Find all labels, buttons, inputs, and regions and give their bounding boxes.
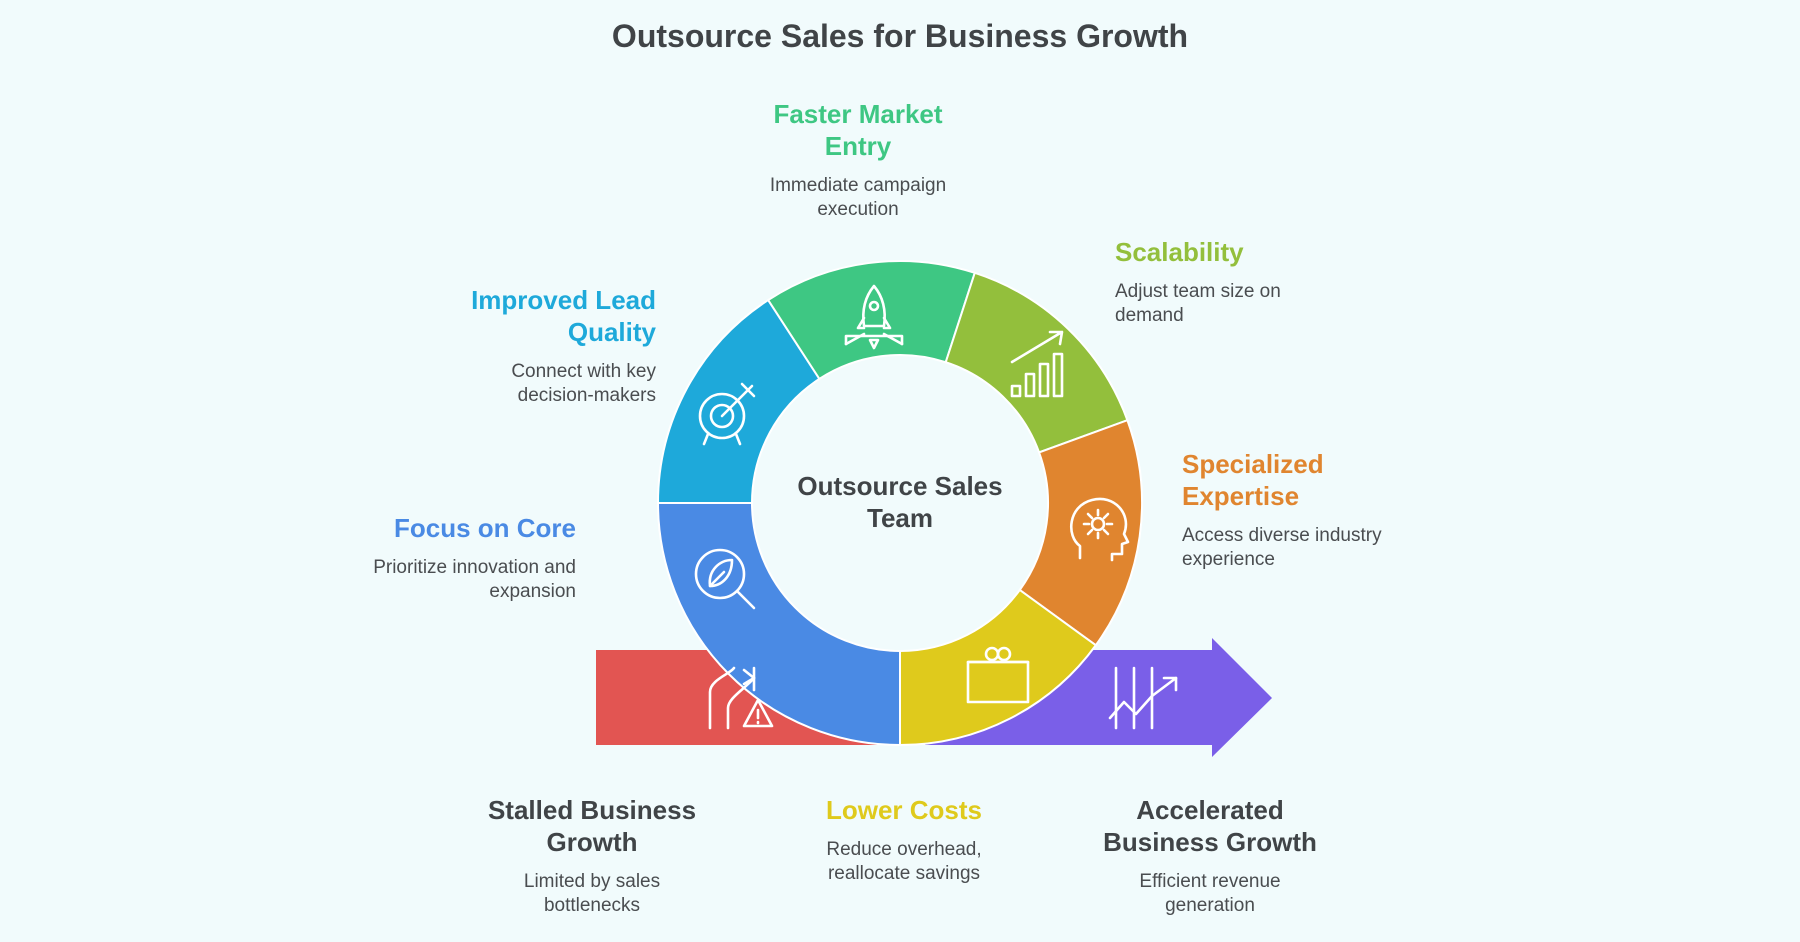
faster-market-entry-heading-1: Faster Market — [773, 99, 943, 129]
page-title: Outsource Sales for Business Growth — [611, 18, 1189, 54]
lower-costs-heading-1: Lower Costs — [825, 795, 983, 825]
stalled-desc-2: bottlenecks — [543, 895, 641, 916]
scalability-desc-1: Adjust team size on — [1115, 281, 1281, 302]
stalled-desc-1: Limited by sales — [523, 871, 661, 892]
focus-on-core-heading-1: Focus on Core — [393, 513, 576, 543]
scalability-desc-2: demand — [1115, 305, 1184, 326]
center-label: Outsource Sales Team — [780, 470, 1020, 534]
faster-market-entry-heading-2: Entry — [824, 131, 892, 161]
stalled-heading-2: Growth — [546, 827, 638, 857]
label-stalled-business-growth: Stalled Business Growth Limited by sales… — [452, 794, 732, 918]
center-label-line-2: Team — [867, 503, 933, 533]
lower-costs-desc-2: reallocate savings — [827, 863, 981, 884]
road-warning-icon — [708, 666, 774, 730]
faster-market-entry-desc-2: execution — [817, 199, 899, 220]
label-accelerated-business-growth: Accelerated Business Growth Efficient re… — [1070, 794, 1350, 918]
label-lower-costs: Lower Costs Reduce overhead, reallocate … — [764, 794, 1044, 886]
label-focus-on-core: Focus on Core Prioritize innovation and … — [276, 512, 576, 604]
label-scalability: Scalability Adjust team size on demand — [1115, 236, 1415, 328]
focus-on-core-desc-1: Prioritize innovation and — [373, 557, 576, 578]
scalability-heading-1: Scalability — [1115, 237, 1244, 267]
magnifier-leaf-icon — [694, 548, 756, 610]
label-improved-lead-quality: Improved Lead Quality Connect with key d… — [356, 284, 656, 408]
growth-chart-icon — [1010, 330, 1064, 398]
target-icon — [698, 382, 756, 446]
lower-costs-desc-1: Reduce overhead, — [826, 839, 982, 860]
improved-lead-quality-heading-1: Improved Lead — [471, 285, 656, 315]
stalled-heading-1: Stalled Business — [487, 795, 697, 825]
specialized-expertise-heading-1: Specialized — [1182, 449, 1324, 479]
accelerated-desc-1: Efficient revenue — [1139, 871, 1281, 892]
ring-segment-scalability — [944, 271, 1129, 454]
improved-lead-quality-desc-1: Connect with key — [511, 361, 656, 382]
improved-lead-quality-heading-2: Quality — [567, 317, 656, 347]
focus-on-core-desc-2: expansion — [489, 581, 576, 602]
accelerated-heading-2: Business Growth — [1103, 827, 1317, 857]
label-faster-market-entry: Faster Market Entry Immediate campaign e… — [718, 98, 998, 222]
specialized-expertise-desc-1: Access diverse industry — [1182, 525, 1382, 546]
accelerated-heading-1: Accelerated — [1136, 795, 1284, 825]
head-gear-icon — [1070, 497, 1130, 562]
specialized-expertise-heading-2: Expertise — [1182, 481, 1300, 511]
accelerated-desc-2: generation — [1165, 895, 1255, 916]
wallet-icon — [966, 646, 1030, 704]
specialized-expertise-desc-2: experience — [1182, 549, 1275, 570]
rocket-icon — [844, 284, 904, 350]
improved-lead-quality-desc-2: decision-makers — [517, 385, 656, 406]
label-specialized-expertise: Specialized Expertise Access diverse ind… — [1182, 448, 1482, 572]
center-label-line-1: Outsource Sales — [797, 471, 1003, 501]
rising-trend-icon — [1108, 666, 1178, 730]
faster-market-entry-desc-1: Immediate campaign — [769, 175, 947, 196]
